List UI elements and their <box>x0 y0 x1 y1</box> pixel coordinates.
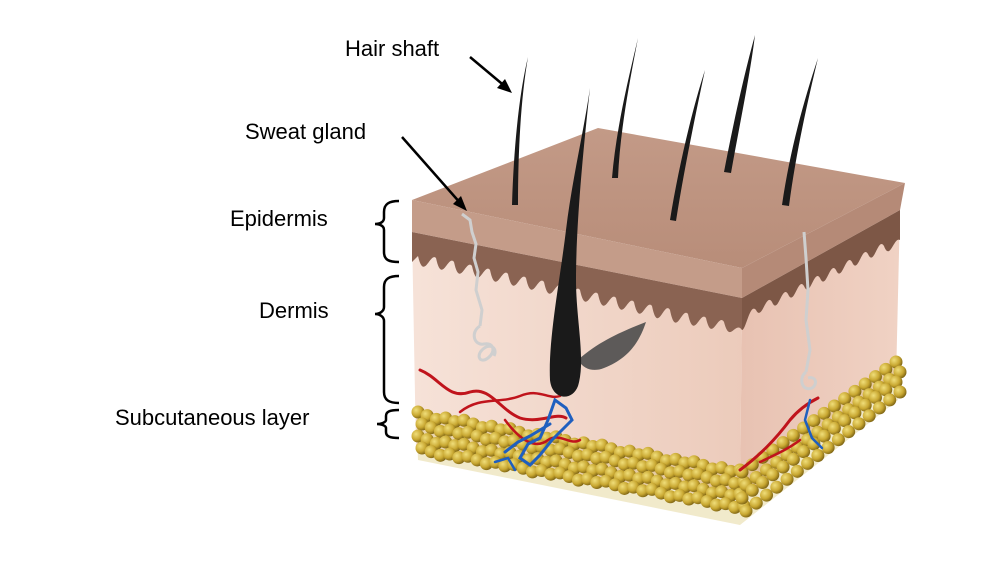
fat-globule <box>786 428 800 442</box>
fat-globule <box>780 472 794 486</box>
fat-globule <box>760 488 774 502</box>
sweat-gland-label: Sweat gland <box>245 119 367 144</box>
fat-globule <box>817 406 831 420</box>
fat-globule <box>821 441 835 455</box>
fat-globule <box>797 445 811 459</box>
fat-globule <box>889 375 903 389</box>
fat-globule <box>776 460 790 474</box>
fat-globule <box>776 436 790 450</box>
fat-globule <box>893 365 907 379</box>
subcutaneous-layer-label: Subcutaneous layer <box>115 405 310 430</box>
subcutaneous-bracket <box>376 408 400 440</box>
epidermis-band-side <box>742 210 900 330</box>
dermis-bracket <box>374 274 400 405</box>
fat-globule <box>862 409 876 423</box>
fat-globule <box>838 392 852 406</box>
fat-globule <box>735 465 749 479</box>
arrowheads <box>453 79 512 211</box>
fat-globule <box>827 421 841 435</box>
fat-globule <box>811 448 825 462</box>
epidermis-bracket <box>374 199 400 264</box>
fat-globule <box>749 496 763 510</box>
fat-globule <box>831 433 845 447</box>
hair-follicle <box>549 88 590 397</box>
front-epidermis-surface <box>412 200 742 298</box>
fat-globule <box>817 429 831 443</box>
fat-globule <box>858 377 872 391</box>
fat-globule <box>838 414 852 428</box>
fat-globule <box>807 414 821 428</box>
fat-globule <box>883 393 897 407</box>
sweat-gland-right <box>800 231 817 391</box>
sweat-gland-arrow <box>401 136 463 206</box>
fat-globule <box>735 491 749 505</box>
fat-globule <box>848 406 862 420</box>
fat-globule <box>848 384 862 398</box>
fat-globule <box>868 390 882 404</box>
fat-globule <box>889 355 903 369</box>
fat-globule <box>770 480 784 494</box>
fat-globule <box>858 398 872 412</box>
epidermis-band-front <box>412 232 742 333</box>
sebaceous-gland <box>578 322 646 370</box>
side-epidermis-surface <box>742 183 905 298</box>
fat-globule <box>842 425 856 439</box>
fat-globule <box>766 468 780 482</box>
blood-vessels <box>418 368 824 472</box>
fat-globule <box>739 504 753 518</box>
sweat-gland-left <box>461 212 497 362</box>
fat-globule <box>745 483 759 497</box>
fat-globule <box>790 464 804 478</box>
fat-globule <box>827 399 841 413</box>
fat-globule <box>786 452 800 466</box>
fat-globule <box>872 401 886 415</box>
fat-globule <box>801 456 815 470</box>
dermis-label: Dermis <box>259 298 329 323</box>
hair-shaft-arrow <box>469 56 508 89</box>
skin-top-surface <box>412 128 905 268</box>
fat-globule <box>868 370 882 384</box>
hair-shafts <box>512 35 818 221</box>
fat-globule <box>879 383 893 397</box>
fat-globule <box>807 437 821 451</box>
fat-globule <box>852 417 866 431</box>
epidermis-label: Epidermis <box>230 206 328 231</box>
fat-globule <box>879 362 893 376</box>
annotation-lines <box>374 56 508 440</box>
fat-globule <box>756 476 770 490</box>
fat-globule <box>893 385 907 399</box>
hair-shaft-label: Hair shaft <box>345 36 440 61</box>
